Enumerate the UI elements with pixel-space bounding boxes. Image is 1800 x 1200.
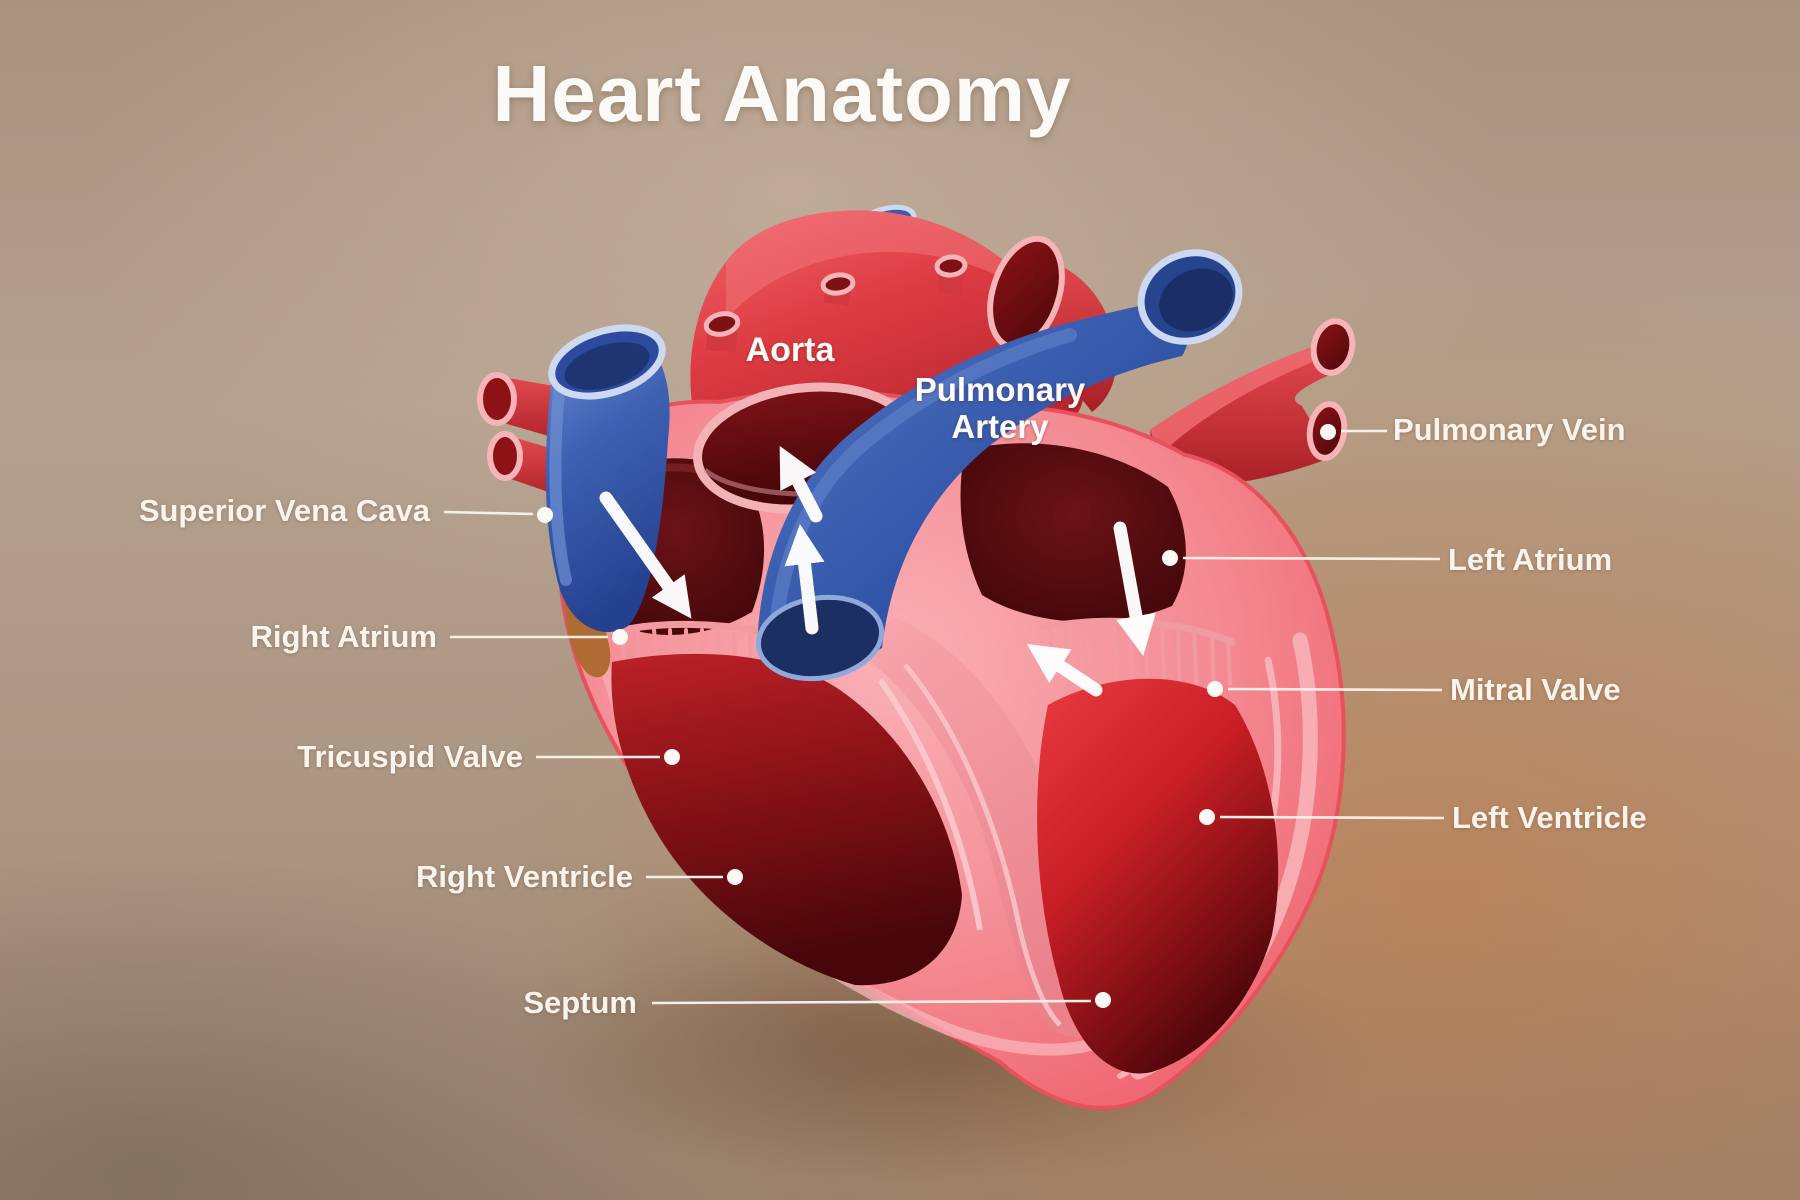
label-left-ventricle: Left Ventricle	[1452, 800, 1647, 835]
label-left-atrium: Left Atrium	[1448, 542, 1613, 577]
callout-dot	[1207, 681, 1223, 697]
aorta-label: Aorta	[745, 331, 835, 369]
pulmonary-vein-tubes	[1150, 318, 1356, 486]
callout-dot	[537, 507, 553, 523]
left-ventricle-chamber	[1037, 678, 1279, 1074]
septum-wall	[852, 618, 1108, 1037]
label-tricuspid-valve: Tricuspid Valve	[297, 739, 523, 774]
page-title: Heart Anatomy	[492, 49, 1072, 138]
callout-dot	[612, 629, 628, 645]
right-atrium-flow-arrow	[599, 491, 692, 619]
aorta-flow-arrow	[779, 445, 823, 523]
label-septum: Septum	[523, 985, 637, 1020]
callout-line	[443, 510, 534, 516]
pulmonary-artery-label: Pulmonary Artery	[870, 371, 1130, 445]
callout-lines	[443, 429, 1445, 1005]
left-atrium-flow-arrow	[1113, 521, 1156, 656]
label-superior-vena-cava: Superior Vena Cava	[138, 493, 430, 528]
pulmonary-artery-label-line2: Artery	[951, 408, 1049, 445]
label-right-ventricle: Right Ventricle	[415, 859, 633, 894]
callout-line	[1227, 687, 1443, 692]
callout-dot	[1320, 424, 1336, 440]
callout-dot	[664, 749, 680, 765]
label-mitral-valve: Mitral Valve	[1450, 672, 1621, 707]
callout-line	[1182, 556, 1441, 561]
label-pulmonary-vein: Pulmonary Vein	[1393, 412, 1626, 447]
callout-line	[651, 999, 1092, 1005]
callout-dot	[1162, 550, 1178, 566]
callout-line	[1219, 815, 1445, 820]
blood-flow-arrows	[599, 445, 1156, 697]
mitral-flow-arrow	[1026, 643, 1103, 697]
callout-dot	[727, 869, 743, 885]
pulmonary-artery-label-line1: Pulmonary	[914, 371, 1086, 408]
right-ventricle-chamber	[611, 653, 962, 986]
callout-dot	[1199, 809, 1215, 825]
callout-dot	[1095, 992, 1111, 1008]
superior-vena-cava	[545, 324, 670, 633]
label-right-atrium: Right Atrium	[250, 619, 437, 654]
callout-dots	[537, 424, 1336, 1008]
pulmonary-artery-flow-arrow	[784, 523, 825, 635]
